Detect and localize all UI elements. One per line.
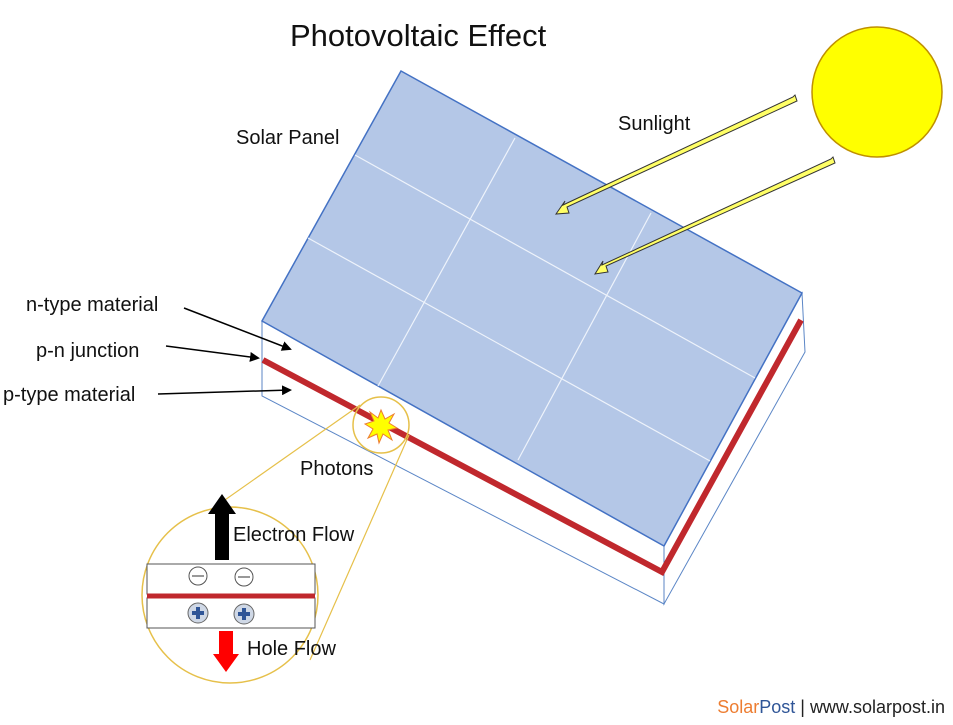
credit-separator: |	[795, 697, 810, 717]
layer-pointers	[157, 307, 292, 396]
photons-label: Photons	[300, 458, 374, 480]
brand-post: Post	[759, 697, 796, 717]
sunlight-ray-2	[594, 156, 836, 275]
photon-burst-icon	[363, 408, 399, 445]
hole-flow-arrow	[213, 631, 239, 672]
credit-line: SolarPost | www.solarpost.in	[717, 697, 945, 718]
p-type-pointer	[157, 385, 292, 396]
electron-charges	[188, 566, 254, 587]
hole-flow-label: Hole Flow	[247, 638, 336, 660]
electron-flow-arrow	[208, 494, 236, 560]
brand-solar: Solar	[717, 697, 760, 717]
hole-charges	[187, 602, 255, 625]
photon-focus-circle	[352, 396, 410, 454]
n-type-pointer	[183, 307, 292, 351]
p-type-label: p-type material	[3, 384, 136, 406]
sunlight-label: Sunlight	[618, 113, 691, 135]
n-type-label: n-type material	[26, 294, 159, 316]
sunlight-ray-1	[554, 94, 798, 215]
pn-junction-pointer	[165, 345, 260, 362]
zoom-p-layer	[146, 597, 316, 629]
sunlight-rays	[554, 94, 836, 275]
zoom-n-layer	[146, 563, 316, 595]
sun-icon	[811, 26, 943, 158]
credit-url[interactable]: www.solarpost.in	[809, 697, 945, 717]
solar-panel-label: Solar Panel	[236, 127, 340, 149]
diagram-title: Photovoltaic Effect	[290, 18, 547, 53]
pn-junction-line	[261, 318, 804, 577]
pn-junction-label: p-n junction	[36, 340, 140, 362]
electron-flow-label: Electron Flow	[233, 524, 355, 546]
